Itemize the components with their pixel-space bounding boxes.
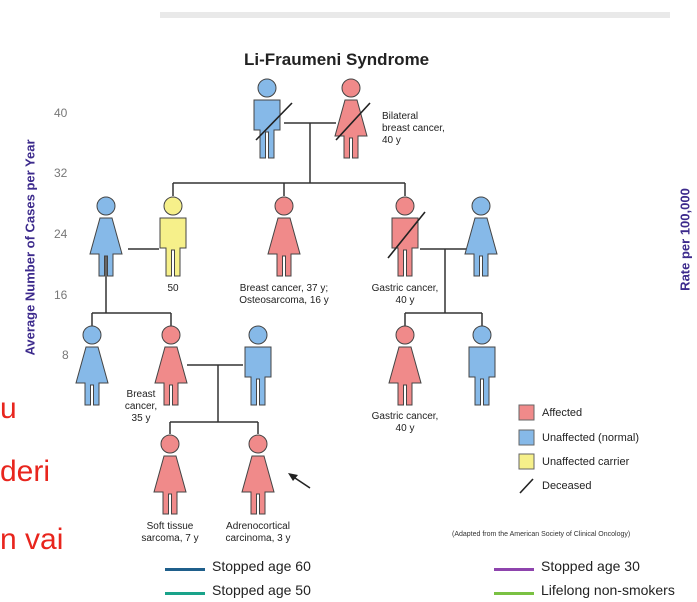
caption-gastric-2: Gastric cancer, 40 y	[371, 411, 439, 434]
husband-figure	[244, 325, 272, 406]
grandfather-deceased-slash	[255, 102, 293, 141]
legend-line-stopped-30	[494, 568, 534, 571]
legend-unaffected-label: Unaffected (normal)	[542, 432, 640, 444]
legend-affected-label: Affected	[542, 407, 583, 419]
legend-line-stopped-60	[165, 568, 205, 571]
affected-daughter-figure	[267, 196, 301, 277]
faded-header-bar	[160, 12, 670, 18]
legend-line-lifelong	[494, 592, 534, 595]
proband-arrow-icon	[288, 473, 311, 489]
gastric-daughter-figure	[388, 325, 422, 406]
red-text-line-1: u	[0, 392, 17, 425]
granddaughter-unaffected-figure	[75, 325, 109, 406]
left-tick-8: 8	[62, 348, 69, 362]
caption-adrenocortical: Adrenocortical carcinoma, 3 y	[225, 521, 291, 544]
caption-bilateral: Bilateral breast cancer, 40 y	[382, 111, 445, 146]
grandson-figure	[468, 325, 496, 406]
source-note: (Adapted from the American Society of Cl…	[452, 531, 631, 538]
legend-affected-swatch	[518, 404, 535, 421]
pedigree-title: Li-Fraumeni Syndrome	[244, 50, 430, 69]
caption-soft-tissue: Soft tissue sarcoma, 7 y	[141, 521, 199, 544]
legend-label-stopped-50: Stopped age 50	[212, 582, 311, 598]
left-tick-40: 40	[54, 106, 68, 120]
legend-label-stopped-60: Stopped age 60	[212, 558, 311, 574]
legend-unaffected-swatch	[518, 429, 535, 446]
wife-figure	[464, 196, 498, 277]
legend-label-lifelong: Lifelong non-smokers	[541, 582, 675, 598]
carrier-son-figure	[159, 196, 187, 277]
legend-carrier-swatch	[518, 453, 535, 470]
left-tick-16: 16	[54, 288, 68, 302]
great-grandchild-adrenocortical-figure	[241, 434, 275, 515]
red-text-line-2: deri	[0, 455, 51, 488]
grandmother-deceased-slash	[335, 102, 371, 141]
caption-gastric-1: Gastric cancer, 40 y	[371, 283, 439, 306]
grandmother-figure	[334, 78, 368, 159]
legend-deceased-slash-icon	[519, 478, 534, 494]
caption-breast-35: Breast cancer, 35 y	[124, 389, 158, 424]
caption-fifty: 50	[167, 283, 179, 294]
left-tick-24: 24	[54, 227, 68, 241]
left-tick-32: 32	[54, 166, 68, 180]
great-grandchild-soft-tissue-figure	[153, 434, 187, 515]
legend-label-stopped-30: Stopped age 30	[541, 558, 640, 574]
caption-breast-osteosarcoma: Breast cancer, 37 y; Osteosarcoma, 16 y	[239, 283, 329, 306]
legend-carrier-label: Unaffected carrier	[542, 456, 630, 468]
legend-deceased-label: Deceased	[542, 480, 592, 492]
red-text-line-3: n vai	[0, 523, 64, 556]
pedigree-lines	[91, 122, 483, 434]
gastric-son-deceased-slash	[387, 211, 426, 259]
legend-line-stopped-50	[165, 592, 205, 595]
